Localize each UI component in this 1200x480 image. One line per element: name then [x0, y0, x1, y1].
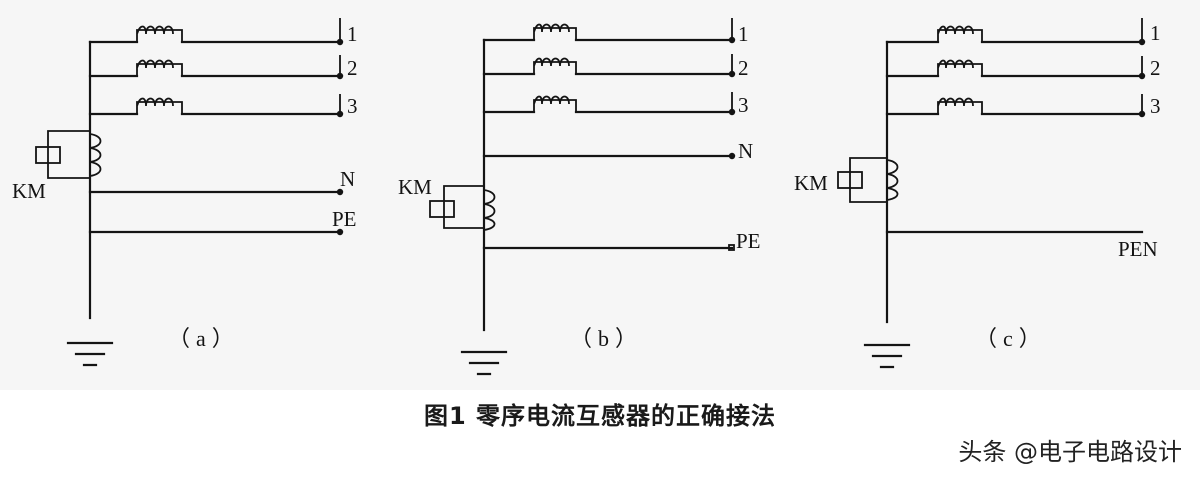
inductor-icon: [136, 25, 183, 42]
neutral-label: N: [340, 167, 355, 191]
phase-label: 3: [347, 94, 358, 118]
panel-a-phase-3: 3: [88, 94, 358, 118]
panel-b-label: （b）: [570, 326, 643, 351]
figure-caption: 图1 零序电流互感器的正确接法: [423, 402, 777, 430]
inductor-icon: [533, 57, 577, 74]
ground-icon: [863, 343, 911, 369]
inductor-icon: [136, 59, 183, 76]
pe-label: PE: [332, 207, 357, 231]
phase-label: 2: [347, 56, 358, 80]
panel-a-label: （a）: [168, 326, 240, 351]
panel-c-phase-1: 1: [885, 18, 1161, 46]
ct-coil-icon: [886, 159, 899, 201]
ct-coil-icon: [483, 189, 496, 231]
circuit-diagram: 1 2 3 KM N: [12, 18, 1161, 376]
panel-b-neutral: N: [482, 139, 753, 163]
ct-coil-icon: [89, 133, 102, 177]
panel-c: 1 2 3 KM PEN （c）: [794, 18, 1161, 369]
inductor-icon: [533, 95, 577, 112]
panel-c-pen: PEN: [885, 230, 1158, 261]
inductor-icon: [533, 23, 577, 40]
ground-icon: [66, 341, 114, 367]
panel-c-phase-2: 2: [885, 56, 1161, 80]
pe-label: PE: [736, 229, 761, 253]
panel-a-phase-2: 2: [88, 55, 358, 80]
inductor-icon: [937, 59, 983, 76]
watermark: 头条 @电子电路设计: [958, 438, 1182, 466]
inductor-icon: [136, 97, 183, 114]
inductor-icon: [937, 97, 983, 114]
ground-icon: [460, 350, 508, 376]
neutral-label: N: [738, 139, 753, 163]
phase-label: 3: [738, 93, 749, 117]
panel-b-zero-sequence-ct: KM: [398, 175, 496, 231]
phase-label: 1: [1150, 21, 1161, 45]
phase-label: 1: [738, 22, 749, 46]
ct-label: KM: [794, 171, 828, 195]
phase-label: 3: [1150, 94, 1161, 118]
phase-label: 1: [347, 22, 358, 46]
phase-label: 2: [1150, 56, 1161, 80]
panel-b-phase-2: 2: [482, 54, 749, 80]
ct-label: KM: [12, 179, 46, 203]
panel-a-zero-sequence-ct: KM: [12, 130, 102, 203]
panel-c-phase-3: 3: [885, 94, 1161, 118]
panel-a-phase-1: 1: [88, 18, 358, 46]
panel-b-protective: PE: [482, 229, 761, 253]
panel-c-label: （c）: [975, 326, 1047, 351]
pen-label: PEN: [1118, 237, 1158, 261]
panel-b-phase-3: 3: [482, 92, 749, 117]
panel-a-protective: PE: [88, 207, 357, 236]
panel-b: 1 2 3 N KM PE: [398, 18, 761, 376]
panel-b-phase-1: 1: [482, 18, 749, 46]
inductor-icon: [937, 25, 983, 42]
panel-a-neutral: N: [88, 167, 355, 196]
panel-a: 1 2 3 KM N: [12, 18, 358, 367]
diagram-frame: [0, 0, 1200, 390]
panel-c-zero-sequence-ct: KM: [794, 157, 899, 203]
phase-label: 2: [738, 56, 749, 80]
ct-label: KM: [398, 175, 432, 199]
